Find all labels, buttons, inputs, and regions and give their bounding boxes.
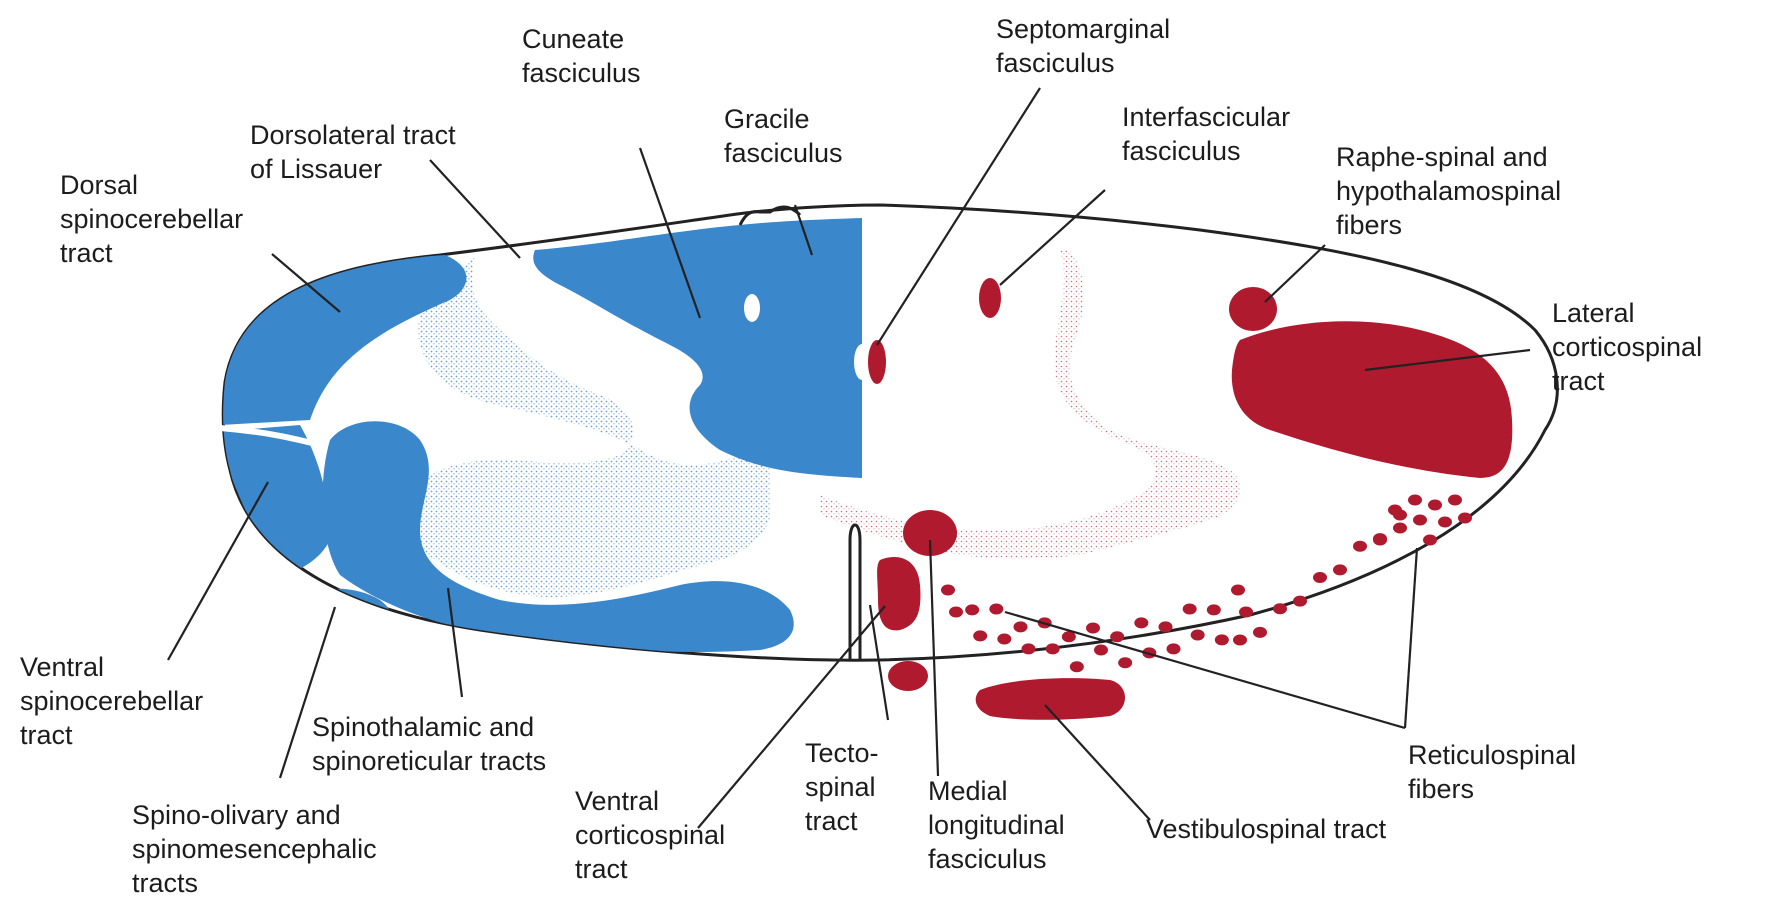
leader-ventral-spinocerebellar — [167, 481, 269, 661]
label-septomarginal: Septomarginal fasciculus — [996, 14, 1171, 78]
reticulospinal-dot — [949, 606, 963, 618]
reticulospinal-dot — [1273, 603, 1287, 615]
reticulospinal-dot — [1166, 643, 1181, 655]
medial-longitudinal-fasciculus-mark — [903, 510, 957, 556]
reticulospinal-dot — [1448, 494, 1462, 506]
label-spinothalamic: Spinothalamic and spinoreticular tracts — [312, 712, 547, 776]
label-medial-longitudinal: Medial longitudinal fasciculus — [928, 776, 1065, 874]
reticulospinal-dot — [1293, 595, 1307, 607]
reticulospinal-dot — [1021, 643, 1036, 655]
reticulospinal-dot — [1069, 661, 1084, 673]
leader-gracile — [793, 204, 814, 256]
septomarginal-fasciculus-mark — [868, 340, 886, 384]
reticulospinal-dot — [941, 584, 955, 596]
reticulospinal-dot — [1134, 617, 1149, 629]
reticulospinal-dot — [1373, 534, 1387, 546]
label-dorsal-spinocerebellar: Dorsal spinocerebellar tract — [60, 170, 244, 268]
leader-spinothalamic — [446, 587, 464, 698]
reticulospinal-dot — [1045, 643, 1060, 655]
reticulospinal-dot — [1408, 494, 1422, 506]
label-vestibulospinal: Vestibulospinal tract — [1146, 814, 1387, 844]
leader-tectospinal — [868, 604, 890, 721]
ventral-spinocerebellar-tract — [223, 425, 330, 575]
leader-septomarginal — [876, 87, 1041, 346]
reticulospinal-dot — [989, 603, 1004, 615]
label-ventral-corticospinal: Ventral corticospinal tract — [575, 786, 726, 884]
label-gracile: Gracile fasciculus — [724, 104, 843, 168]
reticulospinal-dot — [997, 633, 1012, 645]
label-lateral-corticospinal: Lateral corticospinal tract — [1552, 298, 1703, 396]
reticulospinal-dot — [1333, 564, 1347, 576]
reticulospinal-dot — [1458, 512, 1472, 524]
label-raphe-spinal: Raphe-spinal and hypothalamospinal fiber… — [1336, 142, 1562, 240]
reticulospinal-fiber-dots — [941, 494, 1472, 673]
reticulospinal-dot — [1061, 631, 1076, 643]
reticulospinal-dot — [1353, 540, 1367, 552]
reticulospinal-dot — [1094, 644, 1108, 656]
leader-vestibulospinal — [1044, 704, 1151, 821]
reticulospinal-dot — [1086, 622, 1100, 634]
right-gray-matter-border — [820, 250, 1241, 559]
leader-spino-olivary — [278, 606, 337, 779]
reticulospinal-dot — [1158, 621, 1173, 633]
reticulospinal-dot — [1413, 514, 1427, 526]
spinothalamic-spinoreticular-tracts — [322, 421, 794, 652]
left-gray-matter-border — [408, 255, 770, 597]
reticulospinal-dot — [1182, 603, 1197, 615]
reticulospinal-dot — [965, 604, 980, 616]
leader-cuneate — [638, 147, 702, 319]
reticulospinal-dot — [1110, 631, 1125, 643]
reticulospinal-dot — [1233, 634, 1247, 646]
label-ventral-spinocerebellar: Ventral spinocerebellar tract — [20, 652, 204, 750]
label-interfascicular: Interfascicular fasciculus — [1122, 102, 1291, 166]
reticulospinal-dot — [1393, 522, 1407, 534]
lateral-corticospinal-tract-mark — [1231, 321, 1513, 478]
reticulospinal-dot — [1253, 626, 1267, 638]
leader-raphe-spinal — [1264, 244, 1326, 303]
leader-dorsal-spinocerebellar — [271, 253, 341, 313]
reticulospinal-dot — [1214, 634, 1229, 646]
reticulospinal-dot — [1206, 604, 1221, 616]
reticulospinal-dot — [1423, 534, 1437, 546]
leader-medial-longitudinal — [928, 539, 940, 777]
leader-reticulospinal-a — [1004, 610, 1406, 730]
raphe-spinal-fibers-mark — [1229, 287, 1277, 331]
interfascicular-fasciculus-mark — [979, 278, 1001, 318]
reticulospinal-dot — [1388, 504, 1402, 516]
vestibulospinal-tract-mark — [975, 678, 1125, 720]
tectospinal-tract-mark — [888, 661, 928, 691]
label-tectospinal: Tecto- spinal tract — [805, 738, 879, 836]
label-reticulospinal: Reticulospinal fibers — [1408, 740, 1577, 804]
reticulospinal-dot — [1190, 629, 1205, 641]
reticulospinal-dot — [1438, 516, 1452, 528]
reticulospinal-dot — [973, 630, 988, 642]
ventral-corticospinal-tract-mark — [877, 557, 921, 631]
reticulospinal-dot — [1118, 657, 1133, 669]
reticulospinal-dot — [1013, 621, 1028, 633]
label-cuneate: Cuneate fasciculus — [522, 24, 641, 88]
reticulospinal-dot — [1231, 584, 1245, 596]
reticulospinal-dot — [1428, 499, 1442, 511]
label-dorsolateral-lissauer: Dorsolateral tract of Lissauer — [250, 120, 456, 184]
leader-reticulospinal-b — [1403, 547, 1419, 729]
leader-ventral-corticospinal — [697, 605, 886, 829]
label-spino-olivary: Spino-olivary and spinomesencephalic tra… — [132, 800, 377, 898]
spinal-cord-outline — [221, 203, 1559, 662]
reticulospinal-dot — [1239, 606, 1253, 618]
cuneate-gracile-fasciculus — [533, 218, 862, 478]
reticulospinal-dot — [1313, 572, 1327, 583]
leader-lissauer — [429, 159, 521, 259]
leader-interfascicular — [999, 189, 1106, 286]
leader-lines — [167, 87, 1531, 829]
leader-lateral-corticospinal — [1364, 348, 1531, 372]
ventral-median-fissure — [848, 523, 862, 660]
